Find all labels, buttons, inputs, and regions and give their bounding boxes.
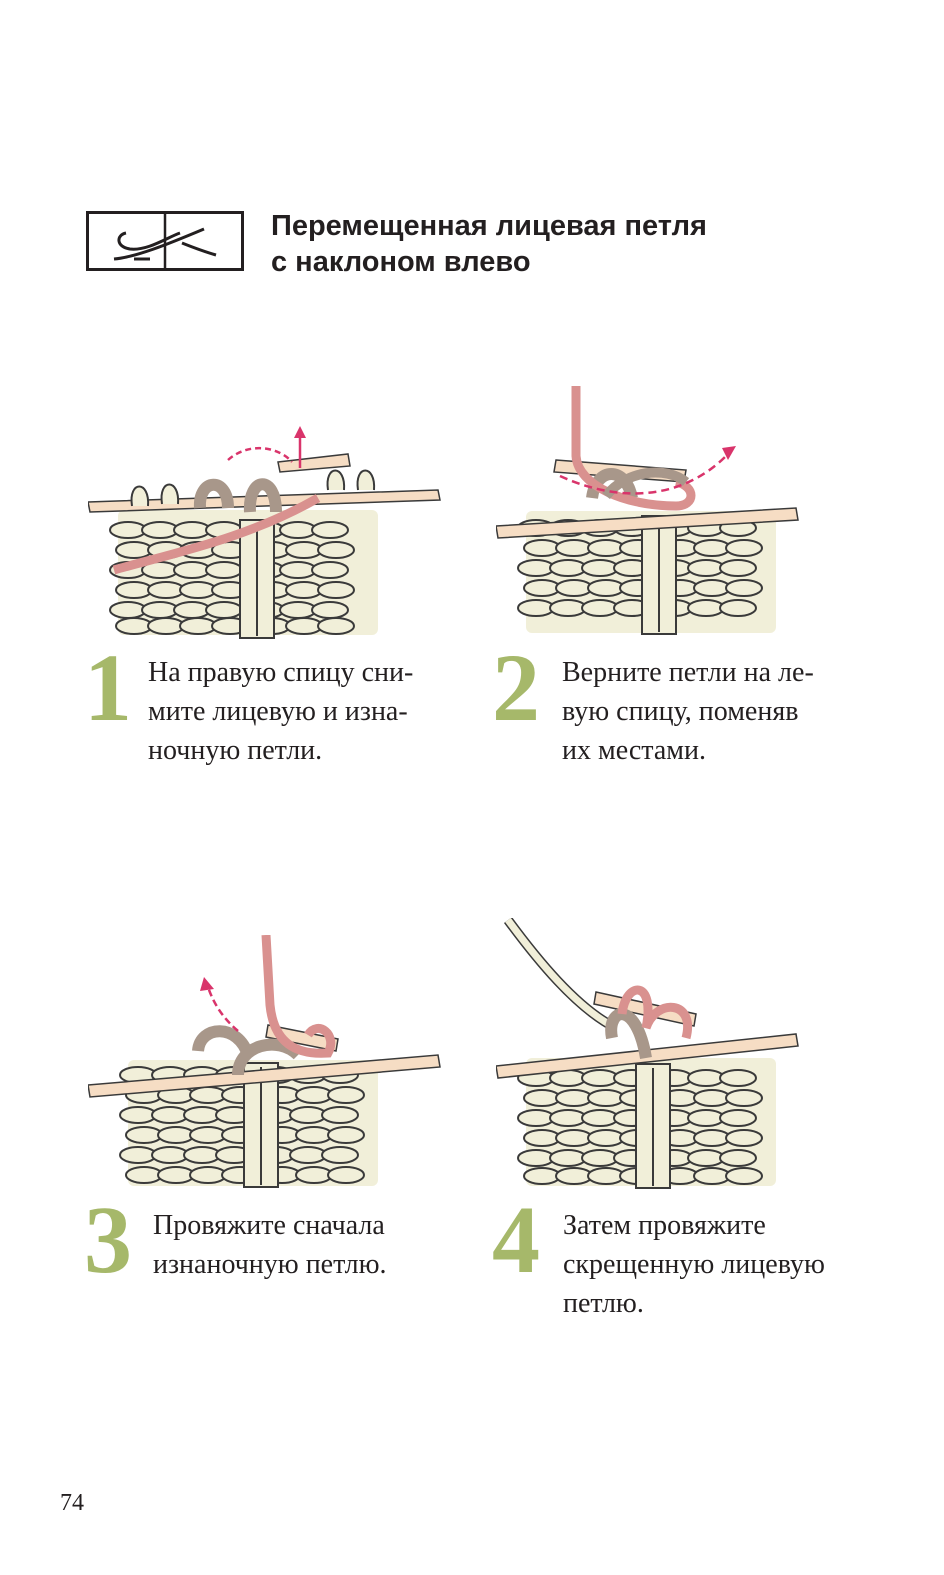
step-1-line-3: ночную петли. [148, 735, 323, 766]
title-line-1: Перемещенная лицевая петля [271, 210, 707, 242]
step-2-line-2: вую спицу, поменяв [562, 696, 799, 727]
stitch-symbol-icon [86, 211, 244, 271]
step-2-line-1: Верните петли на ле- [562, 657, 814, 688]
page-title: Перемещенная лицевая петля с наклоном вл… [271, 208, 707, 280]
step-1-illustration [87, 420, 448, 644]
step-1-text: На правую спицу сни- мите лицевую и изна… [148, 653, 413, 770]
step-3-text: Провяжите сначала изнаночную петлю. [153, 1206, 387, 1284]
step-1-line-1: На правую спицу сни- [148, 657, 414, 688]
step-1-line-2: мите лицевую и изна- [148, 696, 408, 727]
step-3-number: 3 [84, 1186, 132, 1293]
step-2-number: 2 [492, 634, 540, 741]
step-3-line-1: Провяжите сначала [153, 1210, 385, 1241]
page-number: 74 [60, 1490, 84, 1516]
step-3-line-2: изнаночную петлю. [153, 1249, 387, 1280]
title-line-2: с наклоном влево [271, 246, 531, 278]
step-4-line-1: Затем провяжите [563, 1210, 766, 1241]
step-3-illustration [87, 934, 448, 1194]
step-2-text: Верните петли на ле- вую спицу, поменяв … [562, 653, 814, 770]
step-2-line-3: их местами. [562, 735, 706, 766]
step-1-number: 1 [84, 634, 132, 741]
step-4-line-2: скрещенную лицевую [563, 1249, 825, 1280]
step-4-illustration [495, 917, 806, 1194]
step-4-line-3: петлю. [563, 1288, 644, 1319]
step-4-text: Затем провяжите скрещенную лицевую петлю… [563, 1206, 825, 1323]
step-4-number: 4 [492, 1186, 540, 1293]
step-2-illustration [495, 386, 806, 640]
